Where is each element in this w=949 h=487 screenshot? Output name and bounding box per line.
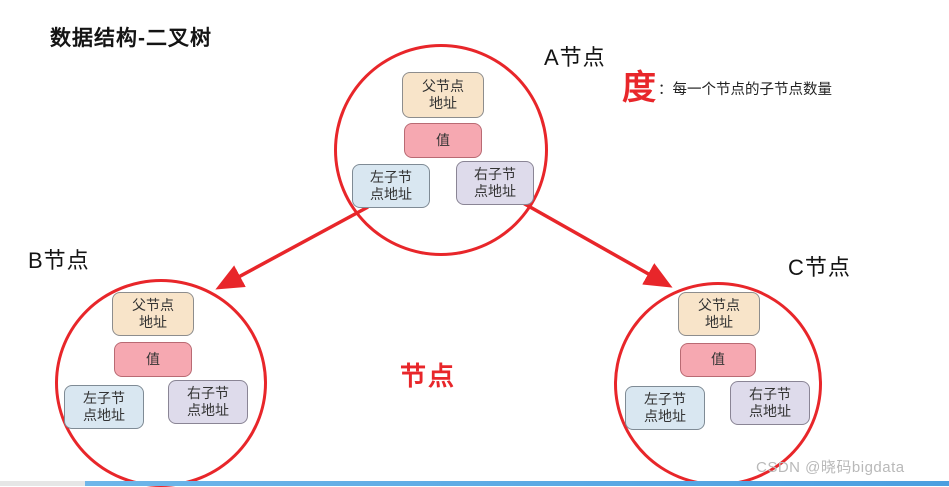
node-a-circle (334, 44, 548, 256)
node-b-label: B节点 (28, 248, 90, 273)
degree-definition: ：每一个节点的子节点数量 (658, 82, 832, 98)
page-title: 数据结构-二叉树 (50, 27, 212, 50)
node-b-right-child-address-box: 右子节 点地址 (168, 380, 248, 424)
node-c-parent-address-box: 父节点 地址 (678, 292, 760, 336)
degree-term: 度 (622, 69, 656, 107)
node-a-parent-address-box: 父节点 地址 (402, 72, 484, 118)
node-a-label: A节点 (544, 45, 606, 70)
node-a-left-child-address-box: 左子节 点地址 (352, 164, 430, 208)
watermark: CSDN @晓码bigdata (756, 459, 905, 476)
node-c-label: C节点 (788, 255, 851, 280)
node-c-right-child-address-box: 右子节 点地址 (730, 381, 810, 425)
video-progress-fill[interactable] (85, 481, 949, 486)
video-progress-track[interactable] (0, 481, 949, 486)
center-node-label: 节点 (400, 361, 457, 391)
arrow-a-to-c (522, 201, 673, 288)
arrow-a-to-b (215, 205, 369, 290)
node-b-value-box: 值 (114, 342, 192, 377)
node-a-value-box: 值 (404, 123, 482, 158)
node-a-right-child-address-box: 右子节 点地址 (456, 161, 534, 205)
node-c-left-child-address-box: 左子节 点地址 (625, 386, 705, 430)
node-b-parent-address-box: 父节点 地址 (112, 292, 194, 336)
node-c-value-box: 值 (680, 343, 756, 377)
node-b-left-child-address-box: 左子节 点地址 (64, 385, 144, 429)
